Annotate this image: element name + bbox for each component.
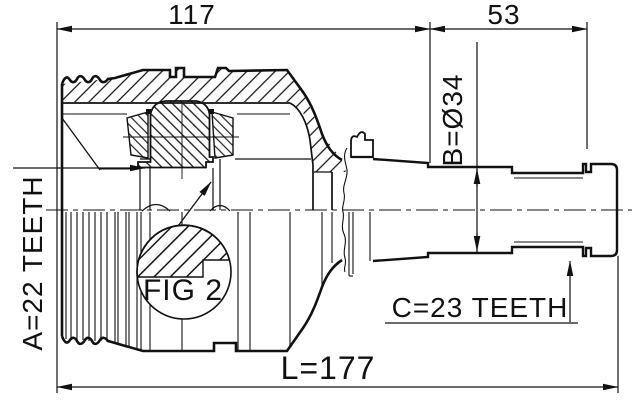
fig2-label: FIG 2 <box>143 274 223 307</box>
dimension-53 <box>429 22 588 149</box>
dim-117-value: 117 <box>168 0 216 30</box>
housing-section-upper <box>60 66 348 336</box>
fig2-detail-section <box>136 224 231 278</box>
dim-53-value: 53 <box>487 0 520 30</box>
fig2-detail-callout: FIG 2 <box>136 181 232 320</box>
cage-sections <box>126 111 234 159</box>
label-a-value: A=22 TEETH <box>17 175 48 350</box>
cage-window-corner-right <box>209 109 214 114</box>
dimension-length <box>56 256 619 393</box>
dim-length-value: L=177 <box>281 350 376 386</box>
cage-window-corner-left <box>146 109 151 114</box>
dimension-117 <box>56 22 431 393</box>
boot-clamp-stub <box>350 131 374 159</box>
fig2-leader-arrow <box>177 181 212 227</box>
spline-minor-diameter-lines <box>514 177 583 243</box>
ball-and-race-section <box>137 100 214 169</box>
label-c-value: C=23 TEETH <box>392 292 569 323</box>
label-c-spline <box>385 260 578 324</box>
dim-b-value: B=Ø34 <box>437 74 468 167</box>
inner-race-assembly <box>123 100 239 212</box>
housing-wall-hatch <box>62 67 346 172</box>
